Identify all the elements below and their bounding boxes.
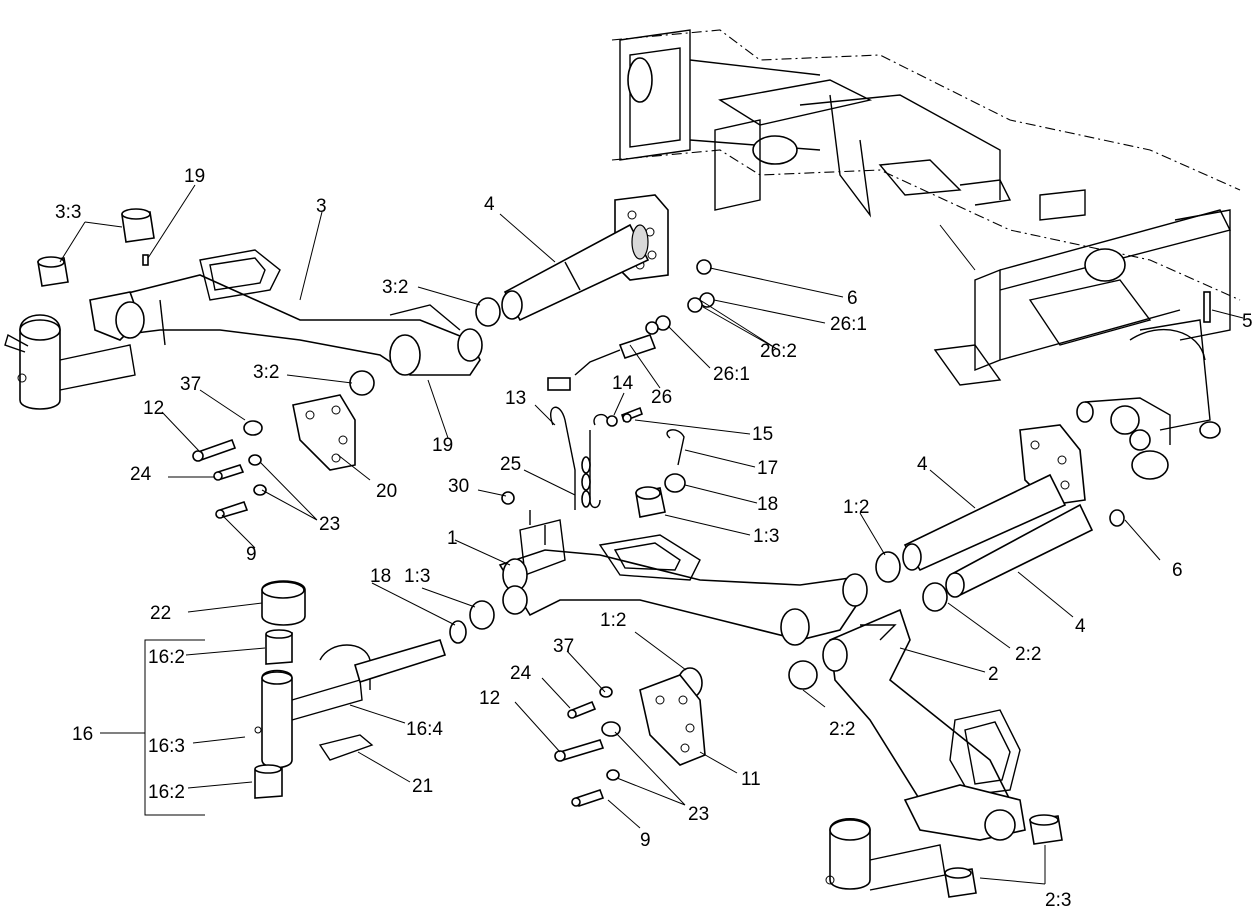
mount-plate-20	[292, 394, 356, 471]
callout-2-3: 2:3	[1045, 890, 1071, 911]
callout-18: 18	[757, 494, 778, 515]
callout-1-2: 1:2	[843, 497, 869, 518]
callout-23: 23	[688, 804, 709, 825]
callout-1-3: 1:3	[404, 566, 430, 587]
fasteners-left	[192, 420, 267, 519]
washer-26-2	[687, 297, 703, 313]
callout-4: 4	[917, 454, 928, 475]
callout-2-2: 2:2	[829, 719, 855, 740]
callout-2: 2	[988, 664, 999, 685]
callout-26: 26	[651, 387, 672, 408]
callout-1: 1	[447, 528, 458, 549]
bushing-3-2-upper	[475, 297, 501, 327]
callout-26-1: 26:1	[830, 314, 867, 335]
callout-1-3: 1:3	[753, 526, 779, 547]
group-bracket-16	[100, 639, 205, 816]
washer-26-small	[645, 321, 659, 335]
callout-14: 14	[612, 373, 634, 394]
callout-37: 37	[180, 374, 201, 395]
callout-16: 16	[72, 724, 93, 745]
callout-3-2: 3:2	[253, 362, 279, 383]
callout-23: 23	[319, 514, 340, 535]
callout-6: 6	[1172, 560, 1183, 581]
callout-16-2: 16:2	[148, 782, 185, 803]
callout-4: 4	[484, 194, 495, 215]
callout-5: 5	[1242, 311, 1253, 332]
callout-25: 25	[500, 454, 521, 475]
callout-22: 22	[150, 603, 171, 624]
callout-21: 21	[412, 776, 433, 797]
callout-9: 9	[640, 830, 651, 851]
mount-plate-11	[554, 674, 706, 808]
callout-3-2: 3:2	[382, 277, 408, 298]
leader-lines	[59, 184, 1244, 885]
callout-1-2: 1:2	[600, 610, 626, 631]
right-lift-arm	[788, 608, 1063, 898]
bushing-1-3-lower	[469, 600, 495, 630]
washer-18-lower	[449, 620, 467, 644]
callout-16-4: 16:4	[406, 719, 443, 740]
callout-24: 24	[130, 464, 152, 485]
callout-9: 9	[246, 544, 257, 565]
callout-20: 20	[376, 481, 397, 502]
caster-fork-16	[254, 580, 447, 799]
chain-assembly	[501, 406, 686, 510]
sensor-26	[547, 333, 657, 391]
center-lift-arm	[498, 510, 868, 646]
callout-15: 15	[752, 424, 773, 445]
pivot-tube-upper	[501, 223, 650, 322]
callout-30: 30	[448, 476, 469, 497]
right-mount-plate	[1019, 397, 1171, 506]
callout-19: 19	[184, 166, 205, 187]
callout-17: 17	[757, 458, 778, 479]
callout-24: 24	[510, 663, 532, 684]
callout-12: 12	[143, 398, 164, 419]
callout-6: 6	[847, 288, 858, 309]
callout-26-2: 26:2	[760, 341, 797, 362]
callout-labels: 19 3:3 3 4 3:2 6 26:1 5 26:2 26:1 3:2 26…	[55, 166, 1253, 911]
callout-3: 3	[316, 196, 327, 217]
pivot-tube-right	[875, 473, 1125, 598]
callout-4: 4	[1075, 616, 1086, 637]
callout-16-2: 16:2	[148, 647, 185, 668]
callout-3-3: 3:3	[55, 202, 81, 223]
callout-13: 13	[505, 388, 526, 409]
bushing-3-2-lower	[349, 370, 375, 396]
callout-12: 12	[479, 688, 500, 709]
left-lift-arm	[4, 208, 483, 410]
callout-2-2: 2:2	[1015, 644, 1041, 665]
frame-assembly	[611, 29, 1241, 480]
callout-16-3: 16:3	[148, 736, 185, 757]
callout-18: 18	[370, 566, 391, 587]
callout-19: 19	[432, 435, 453, 456]
bushing-2-2-upper	[922, 582, 948, 612]
callout-26-1: 26:1	[713, 364, 750, 385]
callout-37: 37	[553, 636, 574, 657]
callout-11: 11	[741, 769, 761, 790]
washer-6-upper	[696, 259, 712, 275]
bushing-1-3-upper	[635, 486, 666, 518]
